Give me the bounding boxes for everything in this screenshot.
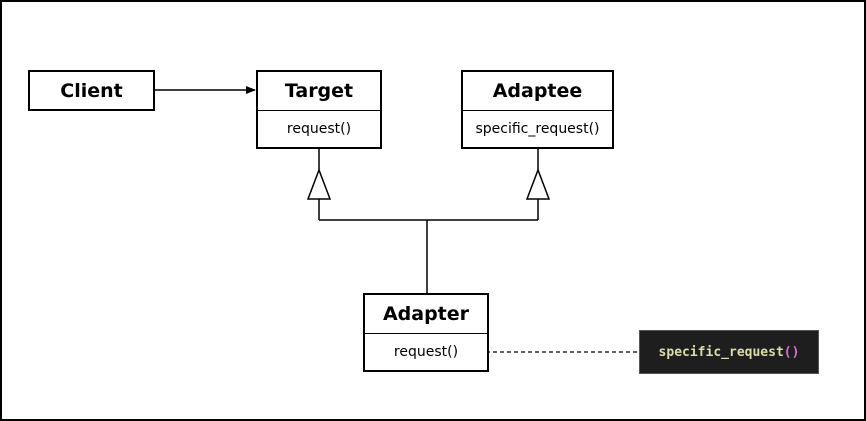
code-note-parens: () [783,344,800,360]
class-client-name: Client [60,79,123,102]
class-client: Client [28,70,155,111]
class-target-method: request() [286,120,352,137]
code-note: specific_request() [639,330,819,374]
class-adapter-divider [365,333,487,334]
target-inheritance-triangle [306,167,332,200]
code-note-function: specific_request [658,344,784,360]
class-adapter-name: Adapter [382,303,470,325]
class-adaptee-divider [463,110,612,111]
class-adapter: Adapter request() [363,293,489,372]
class-adaptee-method: specific_request() [475,120,600,137]
class-adaptee-name: Adaptee [492,80,583,102]
class-target-divider [258,110,380,111]
adaptee-inheritance-triangle [525,167,551,200]
class-target: Target request() [256,70,382,149]
class-adaptee: Adaptee specific_request() [461,70,614,149]
class-adapter-method: request() [393,343,459,360]
class-target-name: Target [284,80,354,102]
